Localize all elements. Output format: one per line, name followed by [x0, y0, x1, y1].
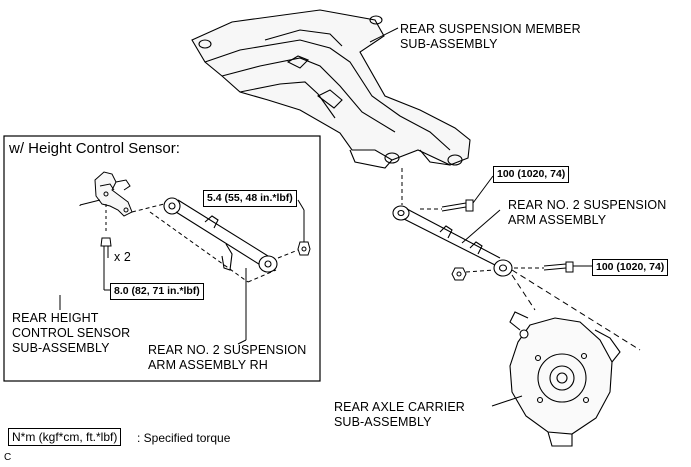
bolt-lower	[543, 261, 574, 273]
suspension-arm-rh	[163, 197, 278, 273]
axle-carrier	[509, 311, 621, 447]
torque-inset-nut: 5.4 (55, 48 in.*lbf)	[203, 190, 297, 207]
reference-code: C	[4, 452, 12, 463]
label-quantity: x 2	[114, 250, 131, 264]
torque-inset-bolt: 8.0 (82, 71 in.*lbf)	[110, 283, 204, 300]
inset-nut	[297, 241, 311, 256]
nut-lower	[451, 267, 467, 281]
inset-frame	[3, 135, 321, 382]
legend-text: : Specified torque	[137, 431, 231, 445]
inset-title: w/ Height Control Sensor:	[9, 140, 180, 157]
sensor-bolt	[100, 237, 112, 258]
suspension-arm	[392, 205, 513, 277]
legend-unit-box: N*m (kgf*cm, ft.*lbf)	[8, 428, 122, 446]
bolt-upper	[441, 199, 474, 212]
height-control-sensor	[94, 171, 133, 217]
suspension-member	[191, 9, 471, 169]
torque-bolt-upper: 100 (1020, 74)	[493, 166, 570, 183]
torque-bolt-lower: 100 (1020, 74)	[592, 259, 669, 276]
